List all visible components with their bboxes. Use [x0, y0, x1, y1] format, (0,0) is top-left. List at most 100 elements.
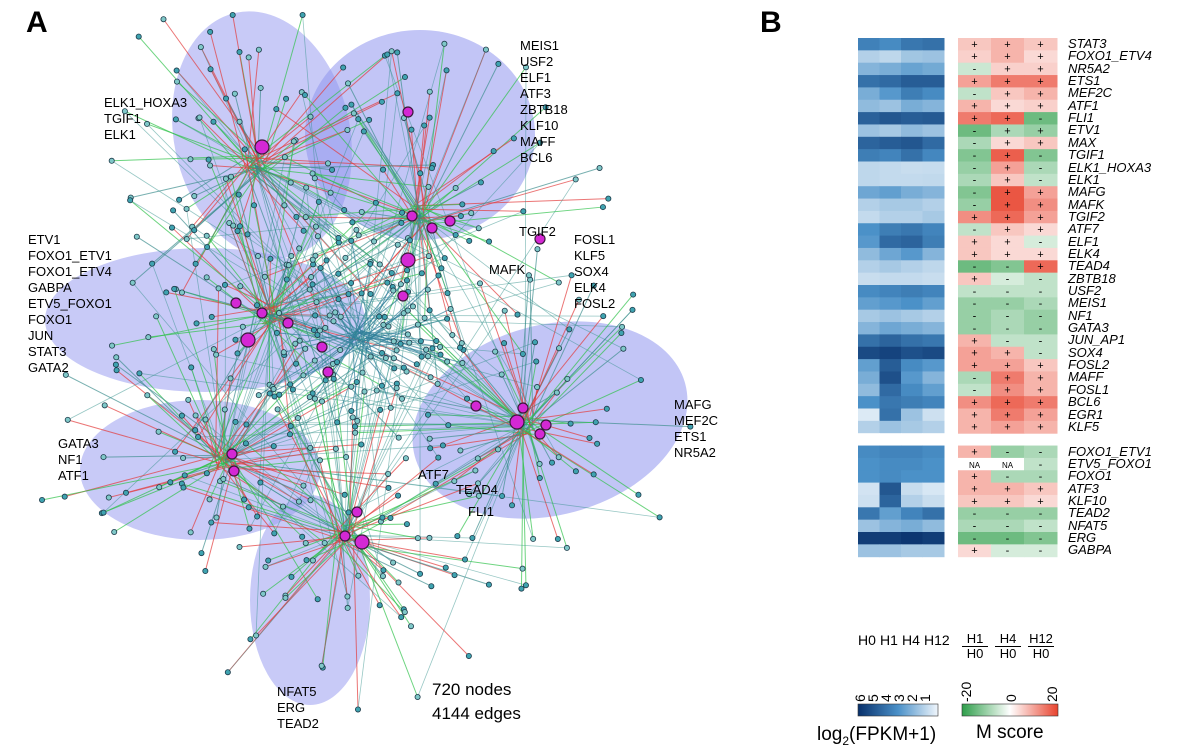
network-node	[376, 261, 383, 268]
network-edge	[139, 372, 526, 426]
network-edge	[111, 155, 255, 162]
expr-cell	[922, 124, 945, 138]
network-node	[536, 475, 543, 482]
network-edge	[130, 168, 255, 199]
network-node	[178, 289, 185, 296]
network-node	[215, 285, 222, 292]
hub-nodes	[226, 106, 552, 550]
network-node	[208, 313, 215, 320]
network-edge	[521, 432, 559, 540]
network-node	[283, 276, 290, 283]
network-node	[568, 272, 575, 279]
network-edge	[427, 219, 524, 355]
network-node	[266, 390, 273, 397]
network-edge	[357, 214, 421, 710]
network-node	[274, 406, 281, 413]
network-node	[340, 64, 347, 71]
expr-cell	[901, 75, 923, 88]
expr-col-h0: H0	[858, 632, 876, 648]
expr-cell	[901, 161, 923, 175]
network-node	[421, 122, 428, 129]
expr-tick: 1	[917, 694, 933, 702]
expr-cell	[901, 149, 923, 162]
network-node	[354, 417, 361, 424]
mscore-sign: +	[1004, 88, 1010, 100]
mscore-sign: +	[1037, 187, 1043, 199]
mscore-sign: +	[1037, 64, 1043, 76]
network-node	[537, 139, 544, 146]
network-node	[176, 196, 183, 203]
expr-cell	[922, 396, 945, 409]
network-node	[501, 307, 508, 314]
expr-cell	[879, 62, 902, 76]
expr-cell	[858, 396, 880, 409]
network-edge	[409, 214, 421, 241]
network-edge	[239, 537, 337, 548]
network-edge	[319, 460, 336, 537]
network-node	[354, 706, 361, 713]
network-node	[242, 440, 249, 447]
network-node	[287, 423, 294, 430]
network-edge	[396, 52, 418, 206]
network-node	[309, 256, 316, 263]
network-edge	[361, 316, 386, 343]
network-edge	[225, 178, 273, 316]
network-node	[260, 590, 267, 597]
network-edge	[65, 374, 220, 454]
network-edge	[344, 70, 447, 536]
network-edge	[346, 482, 479, 535]
network-edge	[429, 428, 528, 440]
network-node	[549, 459, 556, 466]
network-edge	[321, 534, 346, 666]
expr-cell	[922, 334, 945, 348]
expr-cell	[901, 285, 923, 298]
mscore-sign: +	[1037, 385, 1043, 397]
expression-colorbar	[857, 703, 939, 717]
expr-cell	[879, 149, 902, 162]
expr-cell	[922, 75, 945, 88]
network-diagram	[39, 11, 694, 713]
network-node	[234, 350, 241, 357]
network-node	[367, 290, 374, 297]
network-node	[244, 231, 251, 238]
expr-cell	[922, 383, 945, 397]
network-edge	[320, 267, 361, 341]
network-edge	[249, 171, 305, 232]
network-node	[280, 503, 287, 510]
network-node	[241, 146, 248, 153]
network-node	[156, 484, 163, 491]
network-node	[180, 484, 187, 491]
network-node	[409, 303, 416, 310]
expr-cell	[858, 136, 880, 150]
network-node	[366, 116, 373, 123]
network-edge	[291, 526, 348, 578]
mscore-sign: -	[1039, 459, 1043, 471]
expr-cell	[922, 322, 945, 335]
expr-cell	[879, 223, 902, 237]
network-node	[371, 238, 378, 245]
network-node	[603, 405, 610, 412]
network-node	[452, 231, 459, 238]
network-edge	[253, 205, 278, 320]
network-node	[376, 602, 383, 609]
network-edge	[314, 177, 413, 216]
network-node	[302, 345, 309, 352]
network-node	[444, 358, 451, 365]
network-edge	[224, 157, 286, 461]
network-edge	[477, 424, 526, 484]
network-node	[133, 233, 140, 240]
network-node	[195, 434, 202, 441]
network-edge	[346, 523, 407, 526]
mscore-sign: +	[1004, 385, 1010, 397]
network-node	[414, 693, 421, 700]
network-edge	[199, 117, 257, 175]
mscore-sign: -	[1039, 236, 1043, 248]
network-node	[390, 287, 397, 294]
network-node	[520, 208, 527, 215]
network-edges	[41, 14, 691, 710]
expr-cell	[901, 433, 923, 447]
network-node	[192, 412, 199, 419]
network-edge	[183, 456, 222, 459]
network-edge	[224, 459, 660, 518]
network-node	[482, 46, 489, 53]
